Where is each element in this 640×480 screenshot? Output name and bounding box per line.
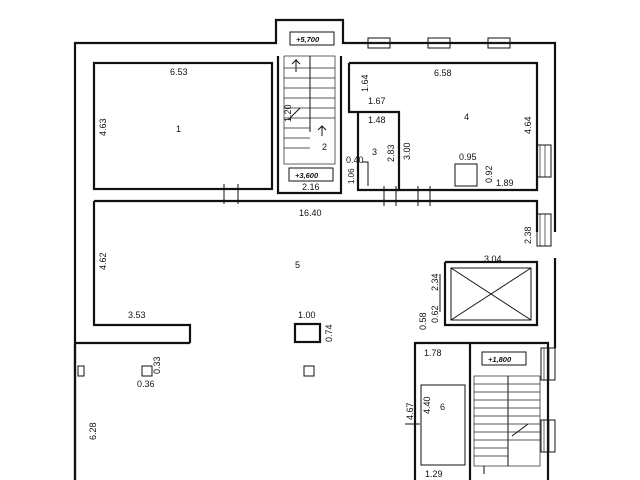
room-4-dim-092: 0.92 bbox=[484, 165, 494, 183]
room-6-dim-440: 4.40 bbox=[422, 396, 432, 414]
room-4-dim-189: 1.89 bbox=[496, 178, 514, 188]
room-2-width: 2.16 bbox=[302, 182, 320, 192]
room-5-dim-238: 2.38 bbox=[523, 226, 533, 244]
room-3-height: 2.83 bbox=[386, 144, 396, 162]
room-5-dim-100: 1.00 bbox=[298, 310, 316, 320]
room-4-height: 4.64 bbox=[523, 116, 533, 134]
stair-treads-lower bbox=[474, 383, 540, 457]
lower-stair bbox=[470, 341, 556, 480]
room-6-dim-129: 1.29 bbox=[425, 469, 443, 479]
room-5: 16.40 4.62 2.38 3.04 2.34 3.53 1.00 0.74… bbox=[92, 199, 539, 343]
room-lower: 6.28 0.33 0.36 bbox=[73, 343, 315, 480]
room-4-dim-095: 0.95 bbox=[459, 152, 477, 162]
window-room-4-right bbox=[536, 144, 552, 178]
room-5-dim-353: 3.53 bbox=[128, 310, 146, 320]
room-4-dim-167: 1.67 bbox=[368, 96, 386, 106]
level-badge-top: +5,700 bbox=[289, 31, 335, 46]
room-4-dim-164: 1.64 bbox=[360, 74, 370, 92]
room-4: 6.58 4.64 1.64 1.67 3.00 0.95 0.92 1.89 … bbox=[347, 61, 539, 192]
room-5-width: 16.40 bbox=[299, 208, 322, 218]
column-hall bbox=[293, 322, 322, 344]
room-3-dim-106: 1.06 bbox=[347, 168, 356, 184]
room-2-stair: 1.20 2 2.16 bbox=[276, 55, 343, 195]
room-1-label: 1 bbox=[176, 124, 181, 134]
room-1-height: 4.63 bbox=[98, 118, 108, 136]
room-4-dim-300: 3.00 bbox=[402, 142, 412, 160]
level-badge-low: +1,800 bbox=[481, 351, 527, 366]
room-5-label: 5 bbox=[295, 260, 300, 270]
level-mark-top: +5,700 bbox=[296, 35, 320, 44]
room-5-height: 4.62 bbox=[98, 252, 108, 270]
room-3-dim-040: 0.40 bbox=[346, 155, 364, 165]
level-mark-low: +1,800 bbox=[488, 355, 512, 364]
room-1: 6.53 4.63 1 bbox=[92, 61, 274, 191]
room-5-dim-074: 0.74 bbox=[324, 324, 334, 342]
room-3-label: 3 bbox=[372, 147, 377, 157]
elevator-shaft bbox=[439, 260, 539, 327]
stair-treads-upper bbox=[284, 67, 335, 149]
room-6: 1.78 4.67 4.40 1.29 6 bbox=[405, 341, 472, 480]
room-lower-height: 6.28 bbox=[88, 422, 98, 440]
room-lower-dim-033: 0.33 bbox=[152, 356, 162, 374]
room-5-dim-234: 2.34 bbox=[430, 273, 440, 291]
room-6-label: 6 bbox=[440, 402, 445, 412]
room-1-width: 6.53 bbox=[170, 67, 188, 77]
room-4-width: 6.58 bbox=[434, 68, 452, 78]
room-6-width: 1.78 bbox=[424, 348, 442, 358]
level-badge-mid: +3,600 bbox=[288, 167, 334, 182]
doors-upper bbox=[383, 186, 431, 206]
room-lower-dim-036: 0.36 bbox=[137, 379, 155, 389]
room-5-dim-062: 0.62 bbox=[430, 305, 440, 323]
room-5-dim-304: 3.04 bbox=[484, 254, 502, 264]
top-windows bbox=[367, 37, 511, 49]
room-2-stair-width: 1.20 bbox=[283, 104, 293, 122]
room-3-width: 1.48 bbox=[368, 115, 386, 125]
outer-walls bbox=[73, 18, 557, 480]
room-5-dim-058: 0.58 bbox=[418, 312, 428, 330]
room-2-label: 2 bbox=[322, 142, 327, 152]
level-mark-mid: +3,600 bbox=[295, 171, 319, 180]
room-4-label: 4 bbox=[464, 112, 469, 122]
window-room-5-right bbox=[536, 213, 552, 247]
room-6-height: 4.67 bbox=[405, 402, 415, 420]
room-3: 1.48 2.83 0.40 1.06 3 bbox=[346, 112, 399, 192]
